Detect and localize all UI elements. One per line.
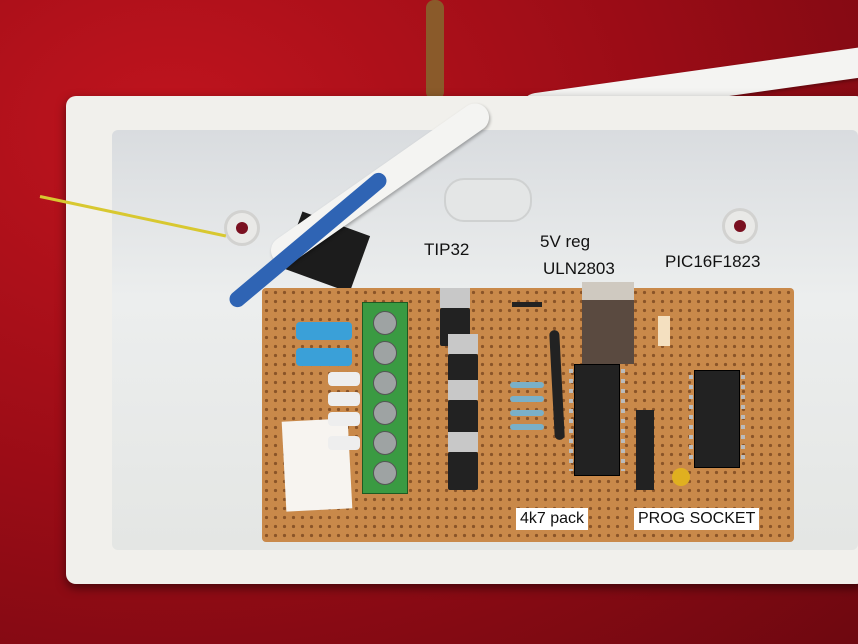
ferrule xyxy=(328,412,360,426)
diode xyxy=(512,302,542,307)
mounting-hole xyxy=(224,210,260,246)
transistor-tip32 xyxy=(448,380,478,438)
uln2803-chip xyxy=(569,364,625,476)
resistor xyxy=(510,396,544,402)
label-tip32: TIP32 xyxy=(424,240,470,259)
resistor xyxy=(510,410,544,416)
ferrule xyxy=(328,436,360,450)
mounting-hole xyxy=(722,208,758,244)
cable-entry-slot xyxy=(444,178,532,222)
brown-wire xyxy=(426,0,444,100)
label-uln2803: ULN2803 xyxy=(543,259,615,278)
label-4k7-pack: 4k7 pack xyxy=(516,508,589,530)
handwritten-note xyxy=(281,418,353,512)
ferrule xyxy=(328,392,360,406)
transistor-tip32 xyxy=(448,432,478,490)
capacitor xyxy=(672,468,690,486)
ferrule xyxy=(296,322,352,340)
resistor xyxy=(510,382,544,388)
capacitor xyxy=(658,316,670,346)
ferrule xyxy=(328,372,360,386)
label-pic16f1823: PIC16F1823 xyxy=(665,252,761,271)
programming-header xyxy=(636,410,654,490)
label-5v-reg: 5V reg xyxy=(540,232,591,251)
voltage-regulator xyxy=(582,282,634,364)
label-prog-socket: PROG SOCKET xyxy=(634,508,760,530)
ferrule xyxy=(296,348,352,366)
pic16f1823-chip xyxy=(689,370,745,468)
terminal-block xyxy=(362,302,408,494)
resistor xyxy=(510,424,544,430)
